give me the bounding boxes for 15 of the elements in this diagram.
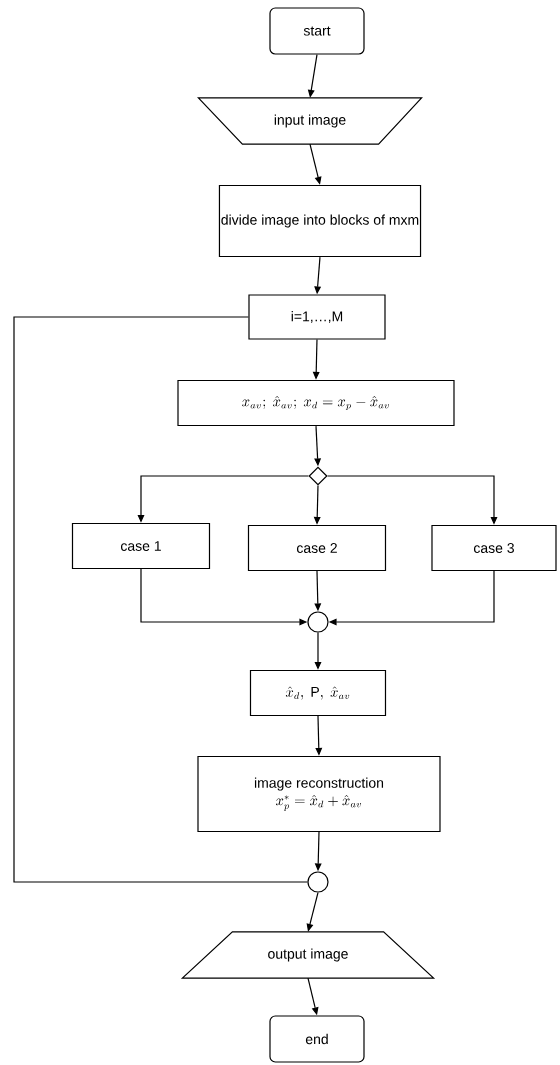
connector-line: [13, 316, 308, 883]
input-trapezoid: input image: [197, 97, 423, 145]
terminal-box: start: [269, 7, 365, 55]
process-box: $x_{av};\ \hat{x}_{av};\ x_d = x_p - \hat{x}_{av}$: [177, 379, 455, 427]
process-box: divide image into blocks of mxm: [218, 184, 422, 258]
decision-diamond: [308, 466, 328, 486]
process-box: case 3: [431, 524, 557, 572]
junction-circle: [307, 871, 329, 893]
process-box: case 2: [247, 524, 387, 572]
process-box: image reconstruction $x_p^{*} = \hat{x}_d + \hat{x}_{av}$: [197, 755, 441, 833]
process-box: $\hat{x}_d,\ \mathrm{P},\ \hat{x}_{av}$: [249, 669, 387, 717]
process-box: case 1: [71, 522, 211, 570]
process-box: i=1,…,M: [248, 294, 386, 340]
junction-circle: [307, 611, 329, 633]
terminal-box: end: [269, 1015, 365, 1063]
